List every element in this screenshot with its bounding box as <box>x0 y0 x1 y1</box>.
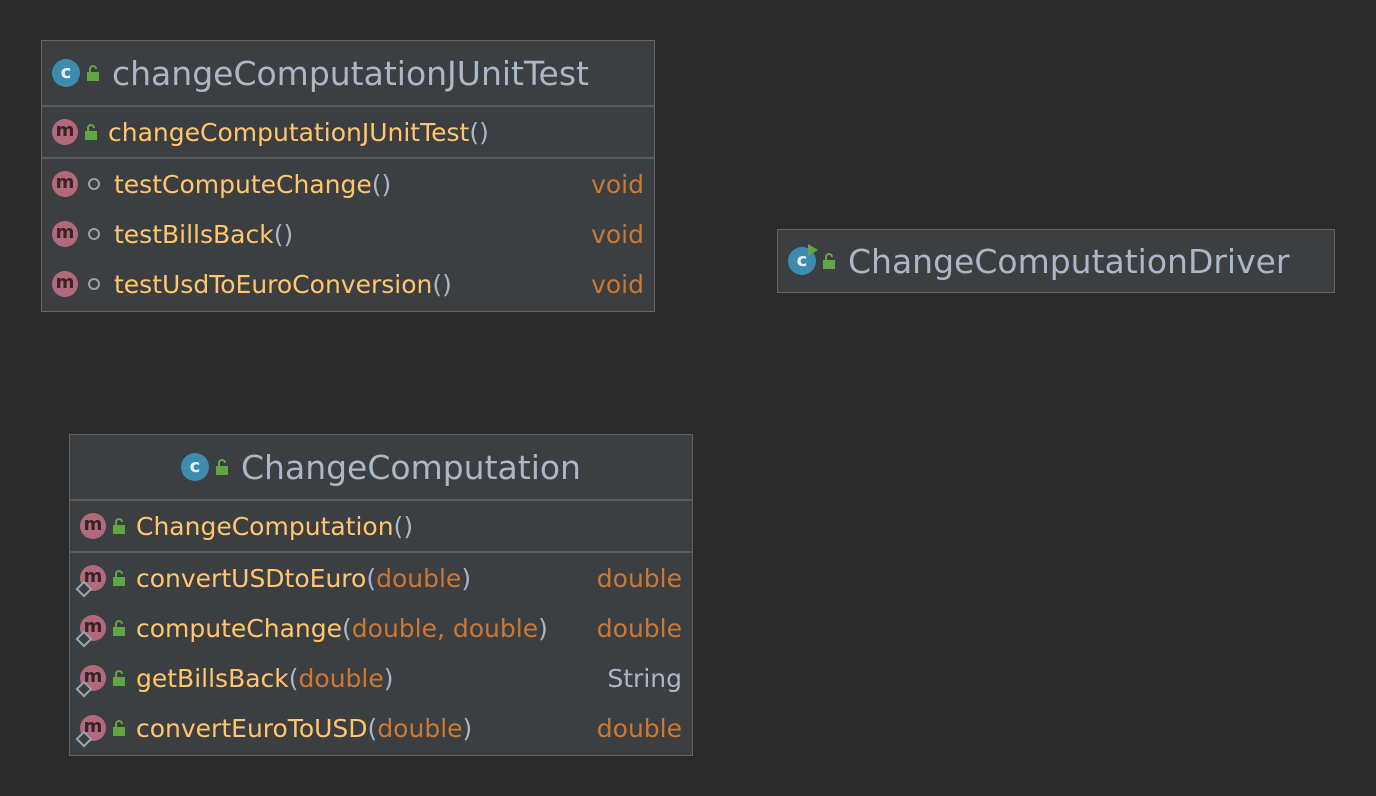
method-icon: m <box>80 513 106 539</box>
package-private-icon <box>88 278 100 290</box>
methods-section: m convertUSDtoEuro(double) double m <box>70 553 692 753</box>
method-icon: m <box>52 171 78 197</box>
class-node-junit-test[interactable]: c changeComputationJUnitTest m <box>41 40 655 312</box>
class-node-change-computation[interactable]: c ChangeComputation m Cha <box>69 434 693 756</box>
param-types: double <box>298 663 384 693</box>
method-icon: m <box>75 665 106 698</box>
method-row[interactable]: m computeChange(double, double) double <box>70 603 692 653</box>
method-name: testUsdToEuroConversion <box>114 269 433 299</box>
public-lock-icon <box>823 253 835 269</box>
methods-section: m testComputeChange() void m testBillsBa… <box>42 159 654 309</box>
class-header: c ChangeComputationDriver <box>778 230 1334 292</box>
method-name: convertEuroToUSD <box>136 713 368 743</box>
class-icon: c <box>52 59 80 87</box>
constructors-section: m ChangeComputation() <box>70 501 692 553</box>
return-type: void <box>591 219 644 249</box>
constructor-row[interactable]: m ChangeComputation() <box>70 501 692 551</box>
class-title: changeComputationJUnitTest <box>112 53 589 93</box>
param-types: double, double <box>351 613 539 643</box>
run-arrow-icon <box>808 244 818 256</box>
public-lock-icon <box>87 65 99 81</box>
class-icon: c <box>181 453 210 481</box>
method-row[interactable]: m convertEuroToUSD(double) double <box>70 703 692 753</box>
constructor-row[interactable]: m changeComputationJUnitTest() <box>42 107 654 157</box>
return-type: double <box>596 563 682 593</box>
method-row[interactable]: m testComputeChange() void <box>42 159 654 209</box>
method-name: testBillsBack <box>114 219 274 249</box>
public-lock-icon <box>113 570 125 586</box>
method-row[interactable]: m getBillsBack(double) String <box>70 653 692 703</box>
method-name: changeComputationJUnitTest <box>108 117 470 147</box>
return-type: void <box>591 169 644 199</box>
constructors-section: m changeComputationJUnitTest() <box>42 107 654 159</box>
method-row[interactable]: m convertUSDtoEuro(double) double <box>70 553 692 603</box>
method-name: getBillsBack <box>136 663 289 693</box>
method-row[interactable]: m testUsdToEuroConversion() void <box>42 259 654 309</box>
public-lock-icon <box>113 670 125 686</box>
method-icon: m <box>52 119 78 145</box>
class-title: ChangeComputation <box>241 447 581 487</box>
param-types: double <box>376 563 462 593</box>
method-row[interactable]: m testBillsBack() void <box>42 209 654 259</box>
package-private-icon <box>88 228 100 240</box>
method-icon: m <box>75 565 106 598</box>
public-lock-icon <box>216 459 229 475</box>
method-icon: m <box>75 715 106 748</box>
public-lock-icon <box>85 124 97 140</box>
public-lock-icon <box>113 518 125 534</box>
class-title: ChangeComputationDriver <box>848 241 1290 281</box>
param-types: double <box>377 713 463 743</box>
return-type: String <box>607 663 682 693</box>
public-lock-icon <box>113 720 125 736</box>
class-header: c changeComputationJUnitTest <box>42 41 654 107</box>
method-icon: m <box>52 221 78 247</box>
method-name: ChangeComputation <box>136 511 394 541</box>
class-node-driver[interactable]: c ChangeComputationDriver <box>777 229 1335 293</box>
return-type: double <box>596 613 682 643</box>
method-name: testComputeChange <box>114 169 372 199</box>
public-lock-icon <box>113 620 125 636</box>
method-name: computeChange <box>136 613 343 643</box>
package-private-icon <box>88 178 100 190</box>
method-icon: m <box>52 271 78 297</box>
class-header: c ChangeComputation <box>70 435 692 501</box>
method-icon: m <box>75 615 106 648</box>
return-type: void <box>591 269 644 299</box>
method-name: convertUSDtoEuro <box>136 563 367 593</box>
return-type: double <box>596 713 682 743</box>
class-icon: c <box>788 244 818 275</box>
